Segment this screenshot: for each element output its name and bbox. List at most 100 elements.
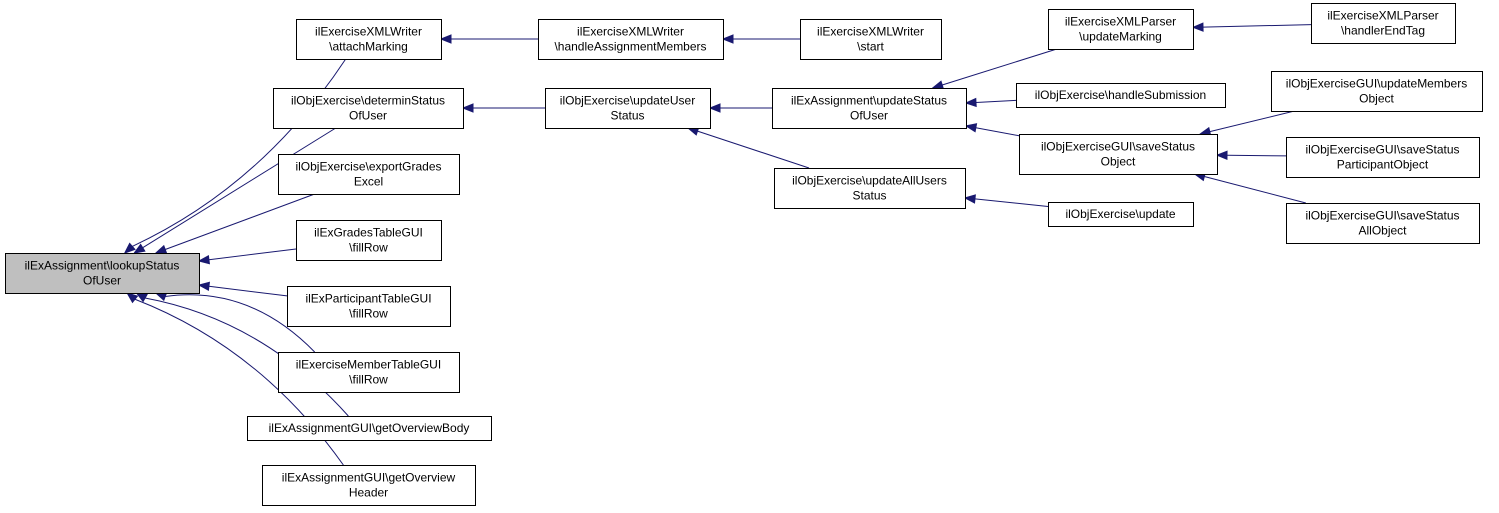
node-box[interactable]: [273, 88, 464, 129]
edge-arrowhead: [133, 243, 146, 254]
node-label: ilExerciseMemberTableGUI: [296, 358, 441, 372]
node-label: ilObjExercise\updateUser: [560, 94, 695, 108]
node-handle-assignment-members[interactable]: ilExerciseXMLWriter\handleAssignmentMemb…: [538, 19, 724, 60]
edge-saveStatusParticipant-to-saveStatusObject: [1215, 150, 1287, 160]
node-box[interactable]: [296, 220, 442, 261]
node-box[interactable]: [774, 168, 966, 209]
node-box[interactable]: [278, 154, 460, 195]
edge-line: [975, 99, 1017, 103]
node-box[interactable]: [1271, 71, 1483, 112]
node-box[interactable]: [278, 352, 460, 393]
node-save-status-participant-object[interactable]: ilObjExerciseGUI\saveStatusParticipantOb…: [1286, 137, 1480, 178]
edge-line: [145, 297, 349, 417]
edge-arrowhead: [461, 103, 474, 113]
node-label: AllObject: [1358, 224, 1407, 238]
nodes-layer: ilExAssignment\lookupStatusOfUserilExerc…: [5, 3, 1483, 506]
edge-arrowhead: [197, 281, 211, 292]
node-handler-end-tag[interactable]: ilExerciseXMLParser\handlerEndTag: [1311, 3, 1456, 44]
edge-handleSubmission-to-updateStatusOfUser: [964, 97, 1017, 108]
node-box[interactable]: [1286, 203, 1480, 244]
node-label: ilObjExerciseGUI\saveStatus: [1305, 209, 1459, 223]
edge-exportGrades-to-lookup: [154, 193, 315, 254]
node-label: OfUser: [850, 109, 888, 123]
node-label: \start: [857, 40, 884, 54]
node-attach-marking[interactable]: ilExerciseXMLWriter\attachMarking: [296, 19, 442, 60]
node-box[interactable]: [1311, 3, 1456, 44]
node-label: ilExAssignmentGUI\getOverviewBody: [269, 421, 470, 435]
node-label: \updateMarking: [1079, 30, 1162, 44]
edge-updateAllUsers-to-updateUserStatus: [686, 126, 810, 169]
node-box[interactable]: [287, 286, 451, 327]
edge-arrowhead: [439, 34, 452, 44]
node-label: Excel: [354, 175, 383, 189]
node-box[interactable]: [772, 88, 967, 129]
node-box[interactable]: [247, 416, 492, 441]
node-get-overview-body[interactable]: ilExAssignmentGUI\getOverviewBody: [247, 416, 492, 441]
edge-participantFill-to-lookup: [197, 281, 288, 297]
node-label: ilObjExercise\determinStatus: [291, 94, 445, 108]
edge-arrowhead: [123, 242, 136, 254]
node-box[interactable]: [5, 253, 200, 294]
node-label: OfUser: [83, 274, 121, 288]
edge-arrowhead: [964, 97, 977, 108]
node-label: ilObjExercise\update: [1065, 207, 1175, 221]
node-label: \fillRow: [349, 373, 388, 387]
node-box[interactable]: [1019, 134, 1218, 175]
edge-line: [165, 294, 316, 353]
node-obj-exercise-update[interactable]: ilObjExercise\update: [1048, 202, 1194, 227]
node-xml-writer-start[interactable]: ilExerciseXMLWriter\start: [800, 19, 942, 60]
node-box[interactable]: [1286, 137, 1480, 178]
node-label: ilExAssignment\updateStatus: [791, 94, 947, 108]
edge-arrowhead: [708, 103, 721, 113]
node-box[interactable]: [1048, 202, 1194, 227]
node-label: ilExAssignmentGUI\getOverview: [282, 471, 456, 485]
node-label: ilExerciseXMLParser: [1065, 15, 1176, 29]
edge-updateMembersObject-to-saveStatusObject: [1198, 110, 1295, 137]
edge-handleMembers-to-attachMarking: [439, 34, 538, 44]
node-box[interactable]: [296, 19, 442, 60]
node-label: \fillRow: [349, 307, 388, 321]
node-box[interactable]: [800, 19, 942, 60]
node-label: \handlerEndTag: [1341, 24, 1425, 38]
node-label: ilObjExerciseGUI\saveStatus: [1041, 140, 1195, 154]
node-grades-table-fill-row[interactable]: ilExGradesTableGUI\fillRow: [296, 220, 442, 261]
node-label: ilObjExercise\updateAllUsers: [792, 174, 947, 188]
edge-writerStart-to-handleMembers: [721, 34, 800, 44]
edge-line: [697, 130, 810, 169]
node-label: OfUser: [349, 109, 387, 123]
edge-gradesFill-to-lookup: [197, 248, 297, 265]
edge-line: [1226, 154, 1287, 157]
node-participant-table-fill-row[interactable]: ilExParticipantTableGUI\fillRow: [287, 286, 451, 327]
edge-handlerEndTag-to-parserUpdateMarking: [1191, 22, 1312, 32]
node-label: ilExAssignment\lookupStatus: [25, 259, 180, 273]
node-label: ilObjExercise\exportGrades: [295, 160, 441, 174]
node-handle-submission[interactable]: ilObjExercise\handleSubmission: [1016, 83, 1226, 108]
node-box[interactable]: [262, 465, 476, 506]
edge-arrowhead: [126, 292, 139, 304]
node-label: ilExerciseXMLParser: [1327, 9, 1438, 23]
edge-line: [942, 48, 1057, 86]
edge-parserUpdateMarking-to-updateStatusOfUser: [931, 48, 1057, 90]
node-box[interactable]: [1048, 9, 1194, 50]
node-member-table-fill-row[interactable]: ilExerciseMemberTableGUI\fillRow: [278, 352, 460, 393]
node-label: \handleAssignmentMembers: [554, 40, 706, 54]
node-box[interactable]: [538, 19, 724, 60]
node-label: ParticipantObject: [1337, 158, 1429, 172]
edge-line: [974, 198, 1049, 207]
node-label: Header: [349, 486, 388, 500]
node-parser-update-marking[interactable]: ilExerciseXMLParser\updateMarking: [1048, 9, 1194, 50]
node-label: ilObjExerciseGUI\updateMembers: [1286, 77, 1467, 91]
edge-saveStatusObject-to-updateStatusOfUser: [964, 123, 1020, 137]
node-box[interactable]: [1016, 83, 1226, 108]
node-box[interactable]: [545, 88, 711, 129]
